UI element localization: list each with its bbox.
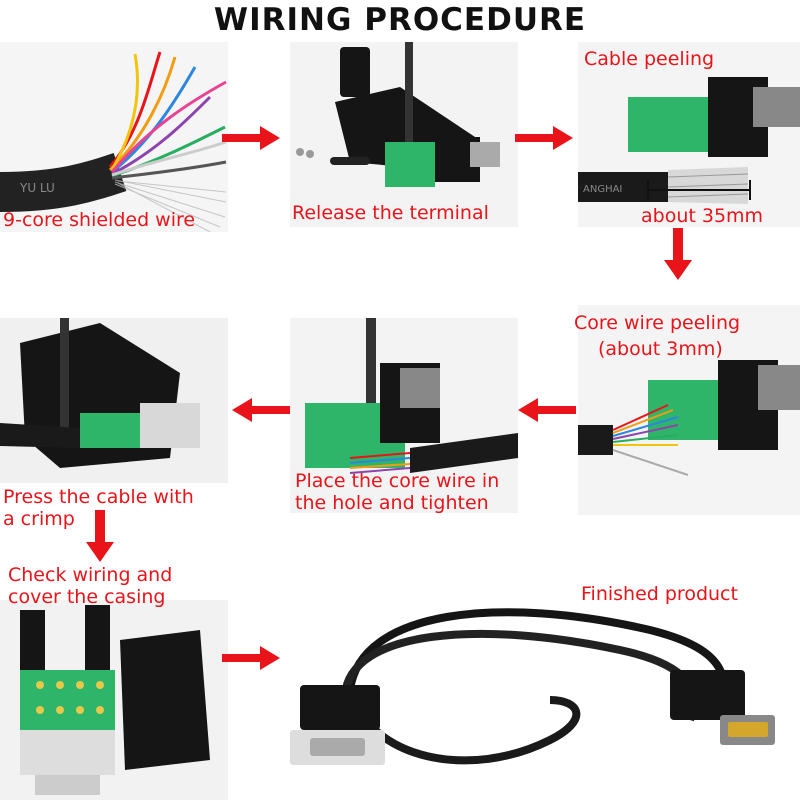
caption-step-6-line1: Press the cable with [3, 486, 194, 508]
shielded-wire-illustration: YU LU [0, 51, 227, 232]
place-core-wire-illustration [305, 318, 518, 474]
cable-print-text: YU LU [19, 181, 55, 195]
press-cable-illustration [0, 318, 200, 468]
arrow-right-1-icon [222, 125, 280, 151]
arrow-right-2-icon [515, 125, 573, 151]
panel-release-terminal [290, 42, 518, 227]
panel-check-wiring [0, 600, 228, 800]
caption-step-7-line2: cover the casing [8, 586, 166, 608]
arrow-down-2-icon [86, 510, 114, 562]
arrow-right-3-icon [222, 645, 280, 671]
caption-step-3a: Cable peeling [584, 48, 715, 70]
cable-print-text: ANGHAI [583, 184, 622, 195]
caption-step-7-line1: Check wiring and [8, 564, 173, 586]
panel-place-core-wire [290, 318, 518, 513]
release-terminal-illustration [296, 42, 500, 187]
caption-step-5-line2: the hole and tighten [295, 492, 489, 514]
panel-press-cable [0, 318, 228, 483]
panel-core-wire-peeling [578, 305, 800, 515]
finished-product-illustration [290, 608, 775, 765]
arrow-left-2-icon [232, 397, 290, 423]
caption-step-8: Finished product [581, 583, 738, 605]
core-wire-peeling-illustration [578, 360, 800, 476]
check-wiring-illustration [20, 605, 210, 795]
caption-step-3b: about 35mm [641, 205, 764, 227]
panel-finished-product [250, 590, 800, 800]
page-title: WIRING PROCEDURE [213, 2, 587, 38]
panel-shielded-wire: YU LU [0, 42, 228, 232]
caption-step-4-line2: (about 3mm) [598, 338, 723, 360]
caption-step-6-line2: a crimp [3, 508, 75, 530]
caption-step-1: 9-core shielded wire [3, 209, 196, 231]
caption-step-5-line1: Place the core wire in [295, 470, 500, 492]
arrow-down-1-icon [664, 228, 692, 280]
caption-step-2: Release the terminal [292, 202, 489, 224]
panel-cable-peeling: ANGHAI [578, 42, 800, 227]
cable-peeling-illustration: ANGHAI [578, 77, 800, 204]
arrow-left-1-icon [518, 397, 576, 423]
caption-step-4-line1: Core wire peeling [574, 312, 741, 334]
